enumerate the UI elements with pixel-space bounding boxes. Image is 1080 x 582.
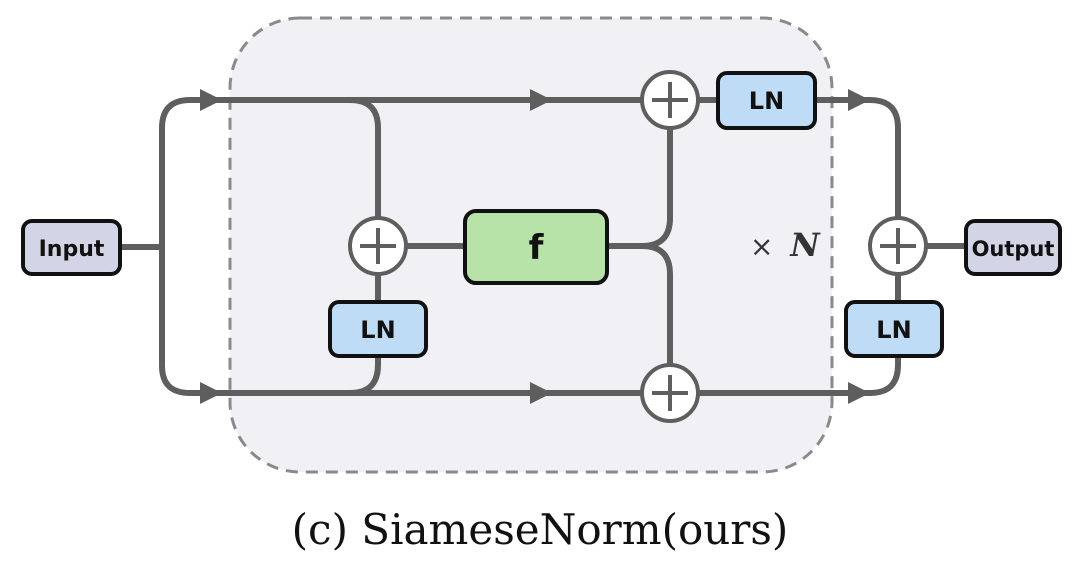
arrowhead — [200, 382, 222, 404]
output-node — [964, 219, 1062, 276]
edge-split-top — [159, 97, 643, 250]
edge-fork-down — [639, 243, 673, 368]
add-node-left — [348, 216, 408, 276]
arrowhead — [530, 89, 552, 111]
edge-bottomadd-to-right — [695, 353, 901, 396]
ln-node-left — [328, 300, 428, 358]
arrowhead — [200, 89, 222, 111]
repeat-variable: N — [789, 226, 821, 264]
input-label: Input — [39, 237, 105, 262]
repeat-annotation: × N — [750, 226, 821, 264]
repeat-symbol: × — [750, 230, 773, 263]
arrowhead — [848, 89, 870, 111]
input-node — [21, 219, 122, 276]
ln-node-top — [716, 71, 817, 130]
ln-label-left: LN — [360, 316, 395, 344]
add-node-bottom — [640, 363, 700, 423]
f-label: f — [529, 228, 545, 268]
edge-split-bottom — [159, 244, 643, 396]
add-node-output — [868, 216, 928, 276]
f-node — [463, 209, 609, 285]
arrowhead — [530, 382, 552, 404]
ln-node-right — [844, 300, 944, 358]
edge-ln-to-merge — [812, 97, 901, 221]
output-label: Output — [972, 237, 1055, 261]
ln-label-right: LN — [876, 316, 911, 344]
edge-bottom-to-ln — [347, 353, 381, 396]
figure-caption: (c) SiameseNorm(ours) — [292, 505, 789, 554]
add-node-top — [640, 70, 700, 130]
edge-top-to-add — [347, 97, 381, 221]
arrowhead — [848, 382, 870, 404]
ln-label-top: LN — [749, 87, 784, 115]
